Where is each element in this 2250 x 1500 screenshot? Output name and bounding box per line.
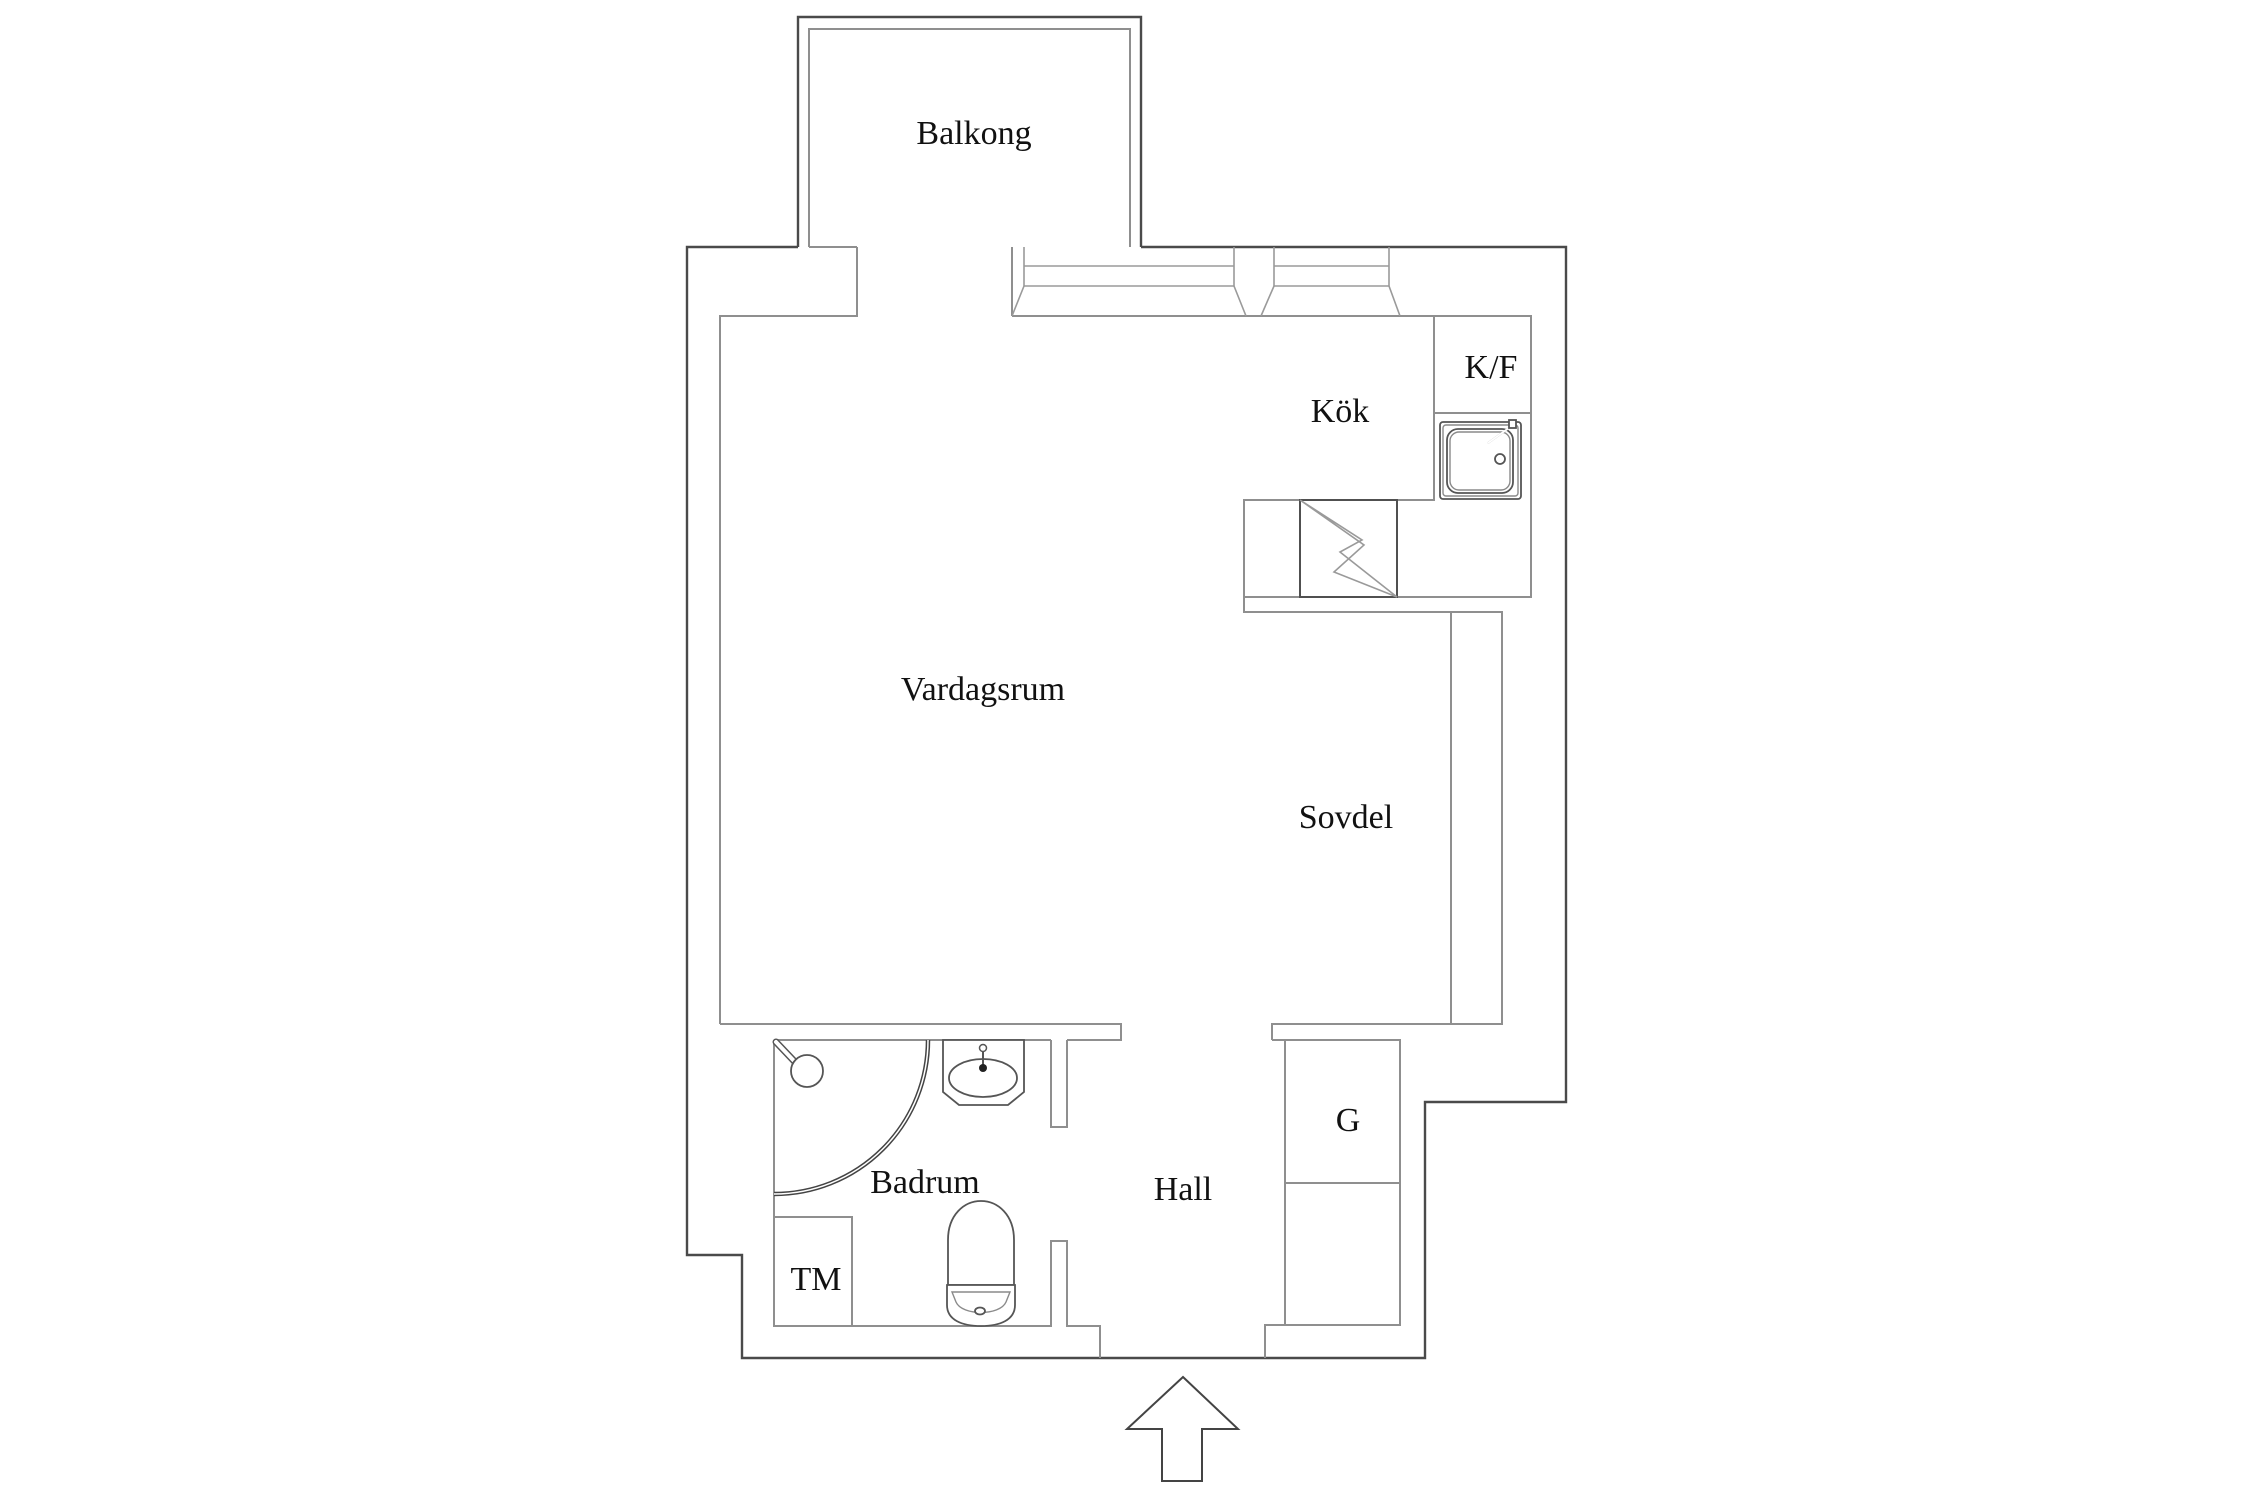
label-sleeping-area: Sovdel: [1299, 799, 1393, 836]
window-2: [1260, 247, 1401, 317]
hall-right-lower-wall: [1264, 1039, 1286, 1358]
shower-icon: [772, 1038, 931, 1197]
balcony-outer-rail: [796, 15, 1143, 247]
inner-wall-top-left: [719, 247, 858, 1024]
washing-machine-box: [773, 1216, 853, 1327]
outer-wall-top-left: [685, 245, 1568, 1360]
label-balcony: Balkong: [916, 115, 1031, 152]
label-hall: Hall: [1154, 1171, 1213, 1208]
outer-walls: [685, 245, 1568, 1360]
label-kitchen: Kök: [1311, 393, 1370, 430]
label-bathroom: Badrum: [870, 1164, 980, 1201]
washbasin-icon: [942, 1039, 1025, 1106]
label-living-room: Vardagsrum: [901, 671, 1065, 708]
toilet-icon: [946, 1200, 1016, 1327]
window-1: [1011, 247, 1247, 317]
bathroom-upper-stub: [1050, 1040, 1068, 1128]
entrance-arrow-icon: [1124, 1375, 1241, 1482]
label-wardrobe: G: [1336, 1102, 1361, 1139]
balcony-inner-rail: [808, 28, 1131, 247]
kitchen-sink-icon: [1439, 419, 1522, 500]
label-fridge-freezer: K/F: [1465, 349, 1518, 386]
balcony: [796, 15, 1143, 247]
hall-right-wall: [1243, 499, 1503, 1040]
label-washing-machine: TM: [791, 1261, 842, 1298]
living-room-bottom-wall: [720, 1023, 1122, 1041]
stove-icon: [1299, 499, 1398, 598]
wardrobe: [1284, 1039, 1401, 1326]
